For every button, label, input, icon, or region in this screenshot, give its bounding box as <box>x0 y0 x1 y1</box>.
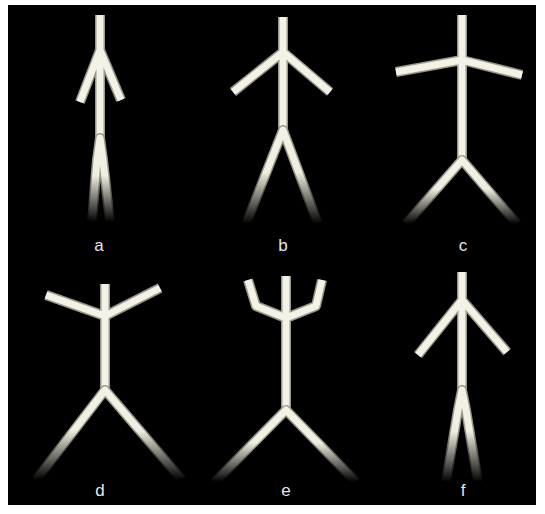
figure-label: d <box>95 481 104 501</box>
figure-a <box>80 15 121 222</box>
figure-label: b <box>278 236 287 256</box>
figure-label: c <box>459 236 468 256</box>
figure-c <box>396 15 522 224</box>
figure-d <box>36 284 182 480</box>
figure-f <box>418 272 507 482</box>
figure-b <box>233 17 330 224</box>
figure-label: f <box>461 481 466 501</box>
figure-label: a <box>94 236 103 256</box>
figure-label: e <box>281 481 290 501</box>
figure-e <box>215 276 356 482</box>
